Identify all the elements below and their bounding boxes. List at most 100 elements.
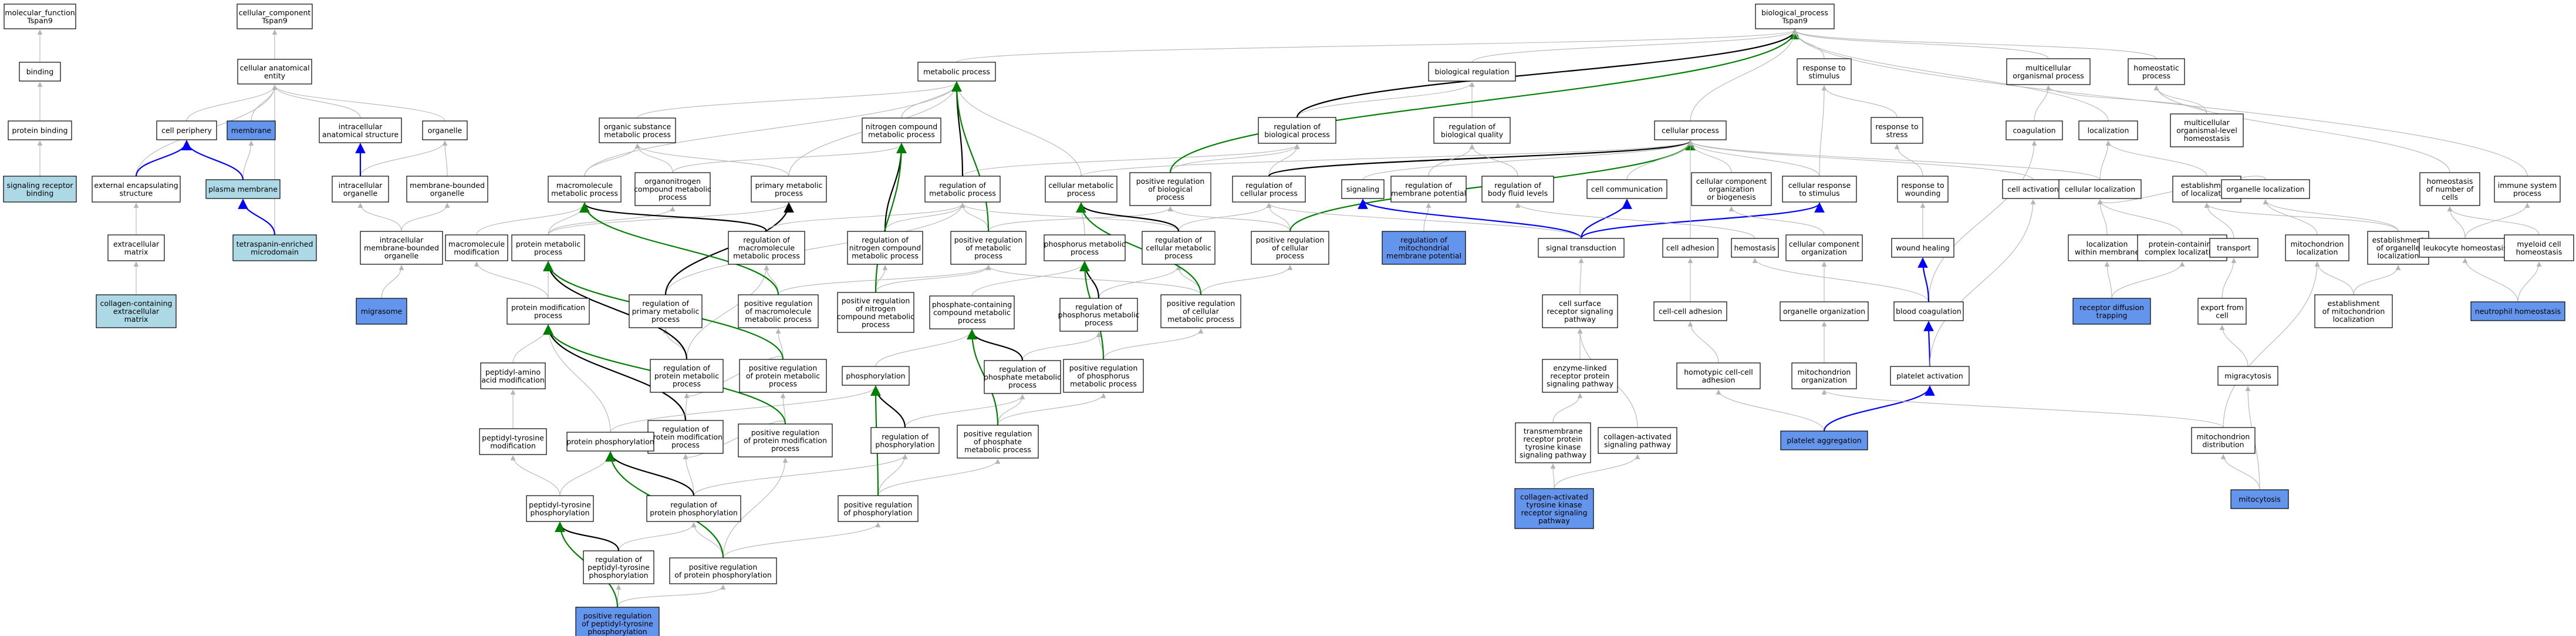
- go-node-protein_binding[interactable]: protein binding: [8, 120, 72, 140]
- go-node-coagulation[interactable]: coagulation: [2006, 120, 2063, 140]
- go-node-cell_loc[interactable]: cellular localization: [2058, 179, 2142, 199]
- go-node-plt_agg[interactable]: platelet aggregation: [1780, 430, 1868, 450]
- go-node-localization[interactable]: localization: [2078, 120, 2138, 140]
- go-node-neut_hom[interactable]: neutrophil homeostasis: [2470, 301, 2565, 321]
- go-node-cell_comm[interactable]: cell communication: [1586, 179, 1667, 199]
- go-node-organelle[interactable]: organelle: [422, 120, 468, 140]
- go-node-metabolic_process[interactable]: metabolic process: [917, 62, 996, 82]
- go-node-migrasome[interactable]: migrasome: [356, 298, 407, 325]
- go-node-prot_phos[interactable]: protein phosphorylation: [566, 432, 654, 452]
- go-node-bio_reg[interactable]: biological regulation: [1428, 62, 1516, 82]
- go-node-blood_coag[interactable]: blood coagulation: [1893, 301, 1964, 321]
- go-node-plt_act[interactable]: platelet activation: [1890, 366, 1970, 386]
- go-node-cellular_process[interactable]: cellular process: [1654, 120, 1727, 140]
- go-node-binding[interactable]: binding: [19, 62, 61, 82]
- go-node-cell_periphery[interactable]: cell periphery: [156, 120, 217, 140]
- go-node-transport[interactable]: transport: [2209, 238, 2258, 258]
- go-node-migracytosis[interactable]: migracytosis: [2217, 366, 2278, 386]
- go-node-cca[interactable]: cell-cell adhesion: [1653, 301, 1727, 321]
- go-node-leuk_hom[interactable]: leukocyte homeostasis: [2419, 238, 2511, 258]
- go-node-membrane[interactable]: membrane: [227, 120, 276, 140]
- go-node-rptp[interactable]: regulation ofpeptidyl-tyrosinephosphoryl…: [583, 550, 654, 584]
- go-node-plasma_membrane[interactable]: plasma membrane: [205, 179, 281, 199]
- go-node-wound_healing[interactable]: wound healing: [1891, 238, 1954, 258]
- go-node-phosphorylation[interactable]: phosphorylation: [842, 366, 910, 386]
- go-node-org_loc[interactable]: organelle localization: [2221, 179, 2310, 199]
- go-node-hemostasis[interactable]: hemostasis: [1731, 238, 1779, 258]
